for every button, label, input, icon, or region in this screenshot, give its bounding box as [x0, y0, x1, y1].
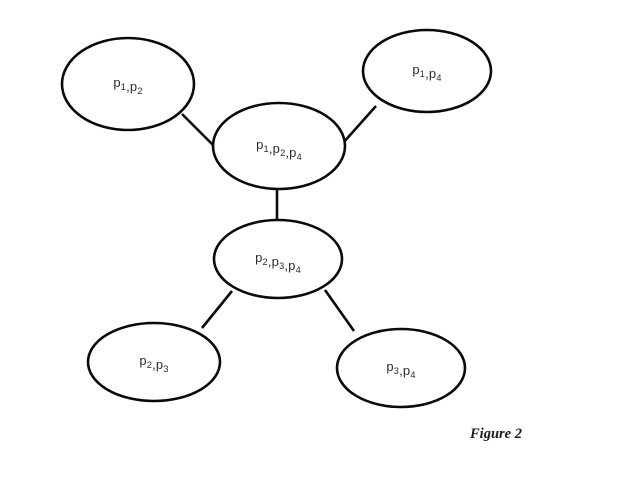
node-label-p1p2: p1,p2 — [113, 75, 142, 96]
node-label-p3p4: p3,p4 — [386, 359, 415, 380]
edge-p2p3p4-p2p3 — [200, 290, 234, 329]
node-label-p1p2p4: p1,p2,p4 — [256, 137, 302, 162]
node-ellipse-p1p4[interactable] — [361, 28, 493, 114]
node-p3p4[interactable]: p3,p4 — [335, 327, 467, 409]
edge-p2p3p4-p3p4 — [323, 289, 356, 332]
node-ellipse-p1p2[interactable] — [60, 36, 196, 132]
edge-p1p2-p1p2p4 — [181, 113, 216, 148]
node-p2p3[interactable]: p2,p3 — [86, 321, 222, 403]
node-ellipse-p1p2p4[interactable] — [211, 101, 347, 191]
node-p2p3p4[interactable]: p2,p3,p4 — [212, 218, 344, 300]
figure-caption: Figure 2 — [470, 426, 522, 442]
node-label-p2p3: p2,p3 — [139, 353, 168, 374]
node-ellipse-p3p4[interactable] — [335, 327, 467, 409]
edges-layer — [181, 105, 377, 332]
node-ellipse-p2p3[interactable] — [86, 321, 222, 403]
edge-p1p2p4-p1p4 — [342, 105, 377, 144]
node-label-p2p3p4: p2,p3,p4 — [255, 250, 301, 275]
node-ellipse-p2p3p4[interactable] — [212, 218, 344, 300]
node-p1p4[interactable]: p1,p4 — [361, 28, 493, 114]
nodes-layer: p1,p2 p1,p4 p1,p2,p4 p2,p3,p4 p2,p3 p3,p4 — [60, 28, 493, 409]
node-label-p1p4: p1,p4 — [412, 62, 441, 83]
node-p1p2p4[interactable]: p1,p2,p4 — [211, 101, 347, 191]
node-p1p2[interactable]: p1,p2 — [60, 36, 196, 132]
